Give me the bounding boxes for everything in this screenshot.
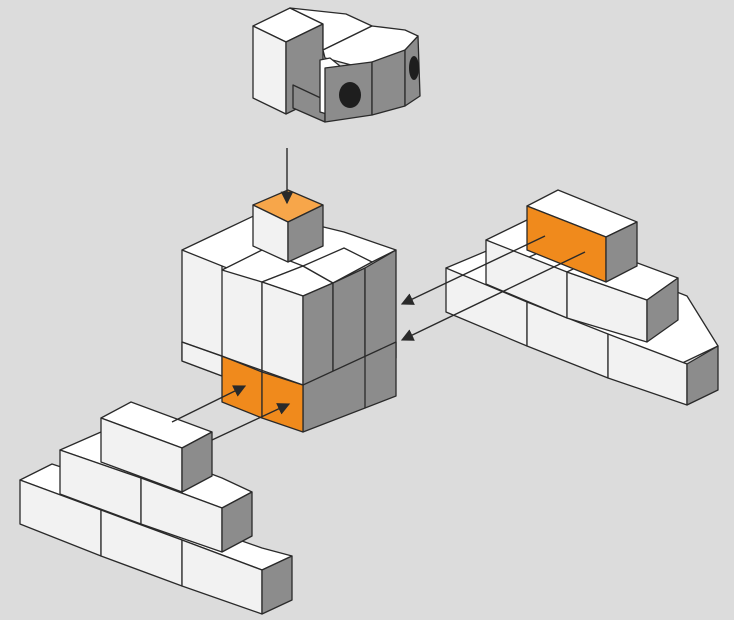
arrow-left-upper (171, 385, 247, 423)
left-middle-side (221, 491, 253, 553)
arrow-left-lower (211, 403, 291, 441)
shell-middle-face (371, 49, 406, 116)
assembly-arrows (171, 148, 586, 441)
left-top-brick-side (181, 431, 213, 493)
back-top-row (302, 247, 373, 284)
right-top-brick-side (605, 221, 638, 283)
right-hole-icon (409, 56, 419, 80)
hollow-block-part (252, 7, 421, 123)
right-brick-pyramid (445, 189, 719, 406)
right-bottom-side (686, 345, 719, 406)
left-bottom-side (261, 555, 293, 615)
central-block-stack (181, 189, 397, 433)
post-front-face (252, 25, 287, 115)
arrow-right-upper (400, 235, 546, 305)
small-cube-side-face (287, 204, 324, 263)
left-brick-pyramid (19, 401, 293, 615)
right-middle-side (646, 277, 679, 343)
left-hole-icon (339, 82, 361, 108)
arrow-right-lower (400, 251, 586, 341)
